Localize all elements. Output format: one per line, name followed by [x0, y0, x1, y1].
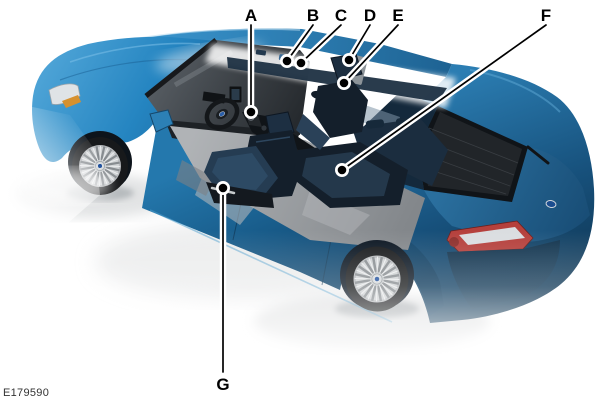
callout-f-label: F: [541, 6, 551, 25]
side-mirror: [149, 109, 174, 133]
callout-labels: A B C D E F G: [216, 6, 551, 394]
callout-a-marker: [246, 107, 256, 117]
callout-lines: [222, 24, 547, 373]
steering-ford-badge: [219, 111, 225, 117]
callout-f-marker: [337, 165, 347, 175]
callout-g-marker: [218, 183, 228, 193]
callout-g-label: G: [216, 375, 229, 394]
callouts: A B C D E F G: [216, 6, 551, 394]
rear-window: [417, 106, 550, 202]
callout-d-marker: [344, 55, 354, 65]
passenger-seat-back: [313, 80, 368, 138]
rear-ford-badge: [545, 200, 557, 208]
callout-c-line: [300, 24, 342, 64]
callout-e-line: [343, 24, 399, 84]
callout-d-label: D: [364, 6, 376, 25]
steering-wheel: [204, 98, 240, 130]
callout-c-label: C: [335, 6, 347, 25]
touchscreen-screen: [231, 89, 240, 100]
trunk-lid: [424, 147, 590, 243]
rearview-mirror: [255, 49, 267, 56]
callout-b-marker: [282, 56, 292, 66]
callout-c-marker: [296, 58, 306, 68]
callout-e-marker: [339, 78, 349, 88]
callout-f-line: [341, 24, 547, 171]
a-pillar: [144, 38, 218, 98]
figure-code: E179590: [3, 387, 49, 399]
callout-e-label: E: [392, 6, 403, 25]
callout-a-label: A: [245, 6, 257, 25]
rear-seat: [292, 117, 448, 208]
rear-window-trim: [526, 145, 550, 165]
callout-markers: [216, 53, 356, 195]
headlight: [48, 83, 81, 108]
callout-b-label: B: [307, 6, 319, 25]
fade-overlays: [0, 100, 600, 400]
callout-b-line: [286, 24, 314, 62]
